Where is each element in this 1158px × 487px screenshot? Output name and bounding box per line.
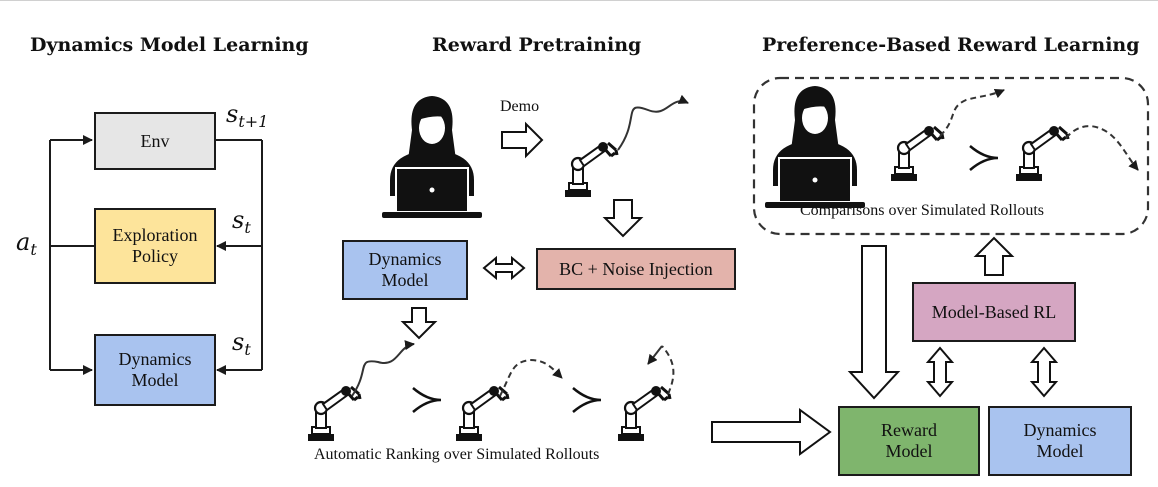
rollout-trajectory [499,358,563,397]
comparison-panel [752,76,1150,236]
dynamics-label-2: Model [1036,441,1084,461]
env-box: Env [94,112,216,170]
rollout-trajectory [661,345,675,395]
exploration-policy-box: Exploration Policy [94,208,216,284]
big-right-arrow-icon [711,408,832,456]
title-preference-based-reward-learning: Preference-Based Reward Learning [762,34,1140,56]
state-label: st [232,206,251,237]
preference-symbol-icon [968,144,1000,172]
down-arrow-icon [847,245,901,400]
robot-arm-icon [563,140,619,199]
robot-arm-icon [1014,124,1070,183]
dynamics-label-1: Dynamics [1023,420,1097,441]
preference-symbol-icon [571,386,603,414]
down-arrow-icon [400,307,438,340]
comparisons-caption: Comparisons over Simulated Rollouts [800,202,1044,219]
dynamics-label-1: Dynamics [118,349,192,370]
action-label: at [16,228,37,259]
robot-arm-icon [616,384,672,443]
demo-label: Demo [500,98,540,115]
rollout-trajectory [351,340,415,397]
preference-symbol-icon [411,386,443,414]
demo-trajectory [617,94,689,151]
person-laptop-icon [764,85,866,209]
double-arrow-icon [925,346,955,398]
bc-noise-injection-box: BC + Noise Injection [536,248,736,290]
title-reward-pretraining: Reward Pretraining [432,34,642,56]
reward-model-box: Reward Model [838,406,980,476]
state-next-label: st+1 [226,100,269,131]
rollout-trajectory [1065,125,1139,171]
model-based-rl-box: Model-Based RL [912,282,1076,342]
exploration-label-1: Exploration [112,225,198,246]
reward-label-1: Reward [881,420,937,441]
robot-arm-icon [889,124,945,183]
dynamics-label-2: Model [381,270,429,290]
double-arrow-icon [1029,346,1059,398]
model-based-rl-label: Model-Based RL [931,301,1057,322]
dynamics-model-box: Dynamics Model [988,406,1132,476]
bc-noise-label: BC + Noise Injection [559,258,713,279]
demo-arrow-icon [501,121,544,159]
reward-label-2: Model [885,441,933,461]
loop-connectors [49,135,263,375]
double-arrow-icon [482,255,526,281]
state-label: st [232,328,251,359]
down-arrow-icon [602,199,644,238]
env-label: Env [140,130,170,151]
ranking-caption: Automatic Ranking over Simulated Rollout… [314,446,600,463]
dynamics-label-2: Model [131,370,179,390]
up-arrow-icon [973,236,1015,276]
rollout-trajectory [939,88,1005,137]
dynamics-model-box: Dynamics Model [94,334,216,406]
dynamics-label-1: Dynamics [368,249,442,270]
exploration-label-2: Policy [131,246,178,266]
person-laptop-icon [381,95,483,219]
dynamics-model-box: Dynamics Model [342,240,468,300]
title-dynamics-model-learning: Dynamics Model Learning [30,34,309,56]
top-rule [0,0,1158,1]
